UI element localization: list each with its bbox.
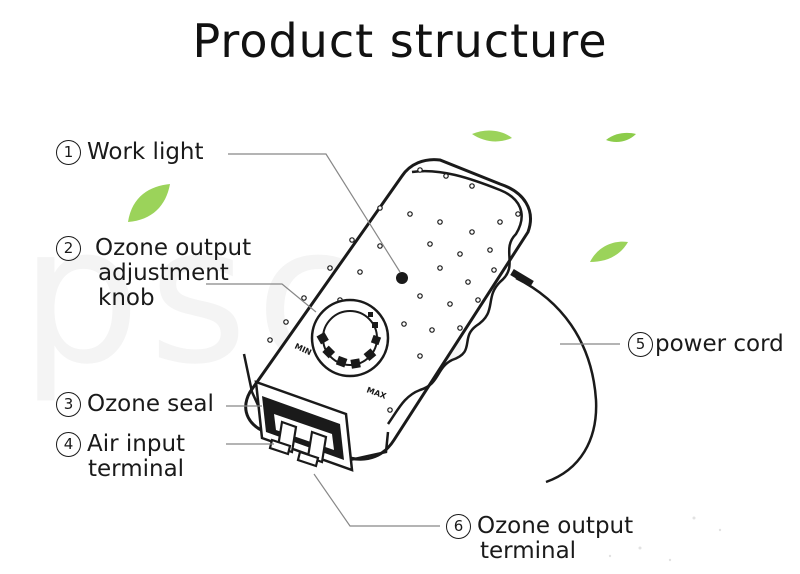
label-text: Ozone seal	[87, 391, 214, 417]
label-text: Ozone output	[477, 513, 634, 539]
air-input-terminal	[268, 420, 298, 456]
label-text: knob	[98, 285, 155, 311]
label-text: Work light	[87, 139, 204, 165]
vent-dots	[267, 167, 521, 413]
number-badge: 2	[56, 236, 81, 261]
number-badge: 5	[628, 332, 653, 357]
number-badge: 3	[56, 392, 81, 417]
side-panel	[386, 169, 523, 425]
label-ozone-output-adjustment-knob: 2 Ozone output adjustment knob	[56, 236, 251, 311]
number-badge: 4	[56, 432, 81, 457]
number-badge: 6	[446, 514, 471, 539]
leaf-decoration	[472, 130, 512, 142]
ozone-output-terminal	[296, 430, 328, 468]
leaf-decoration	[590, 241, 628, 262]
label-text: adjustment	[98, 260, 229, 286]
label-text: power cord	[655, 331, 784, 357]
adjustment-knob	[310, 298, 390, 378]
page-title: Product structure	[192, 14, 608, 68]
work-light	[396, 272, 408, 284]
label-text: Air input	[87, 431, 186, 457]
device-body	[242, 158, 532, 462]
label-text: terminal	[88, 456, 185, 482]
power-cord	[515, 276, 598, 484]
number-badge: 1	[56, 140, 81, 165]
leader-lines	[206, 153, 620, 527]
label-text: Ozone output	[95, 235, 252, 261]
leaf-decoration	[128, 184, 170, 222]
label-text: terminal	[480, 538, 577, 564]
leaf-decoration	[606, 132, 636, 142]
